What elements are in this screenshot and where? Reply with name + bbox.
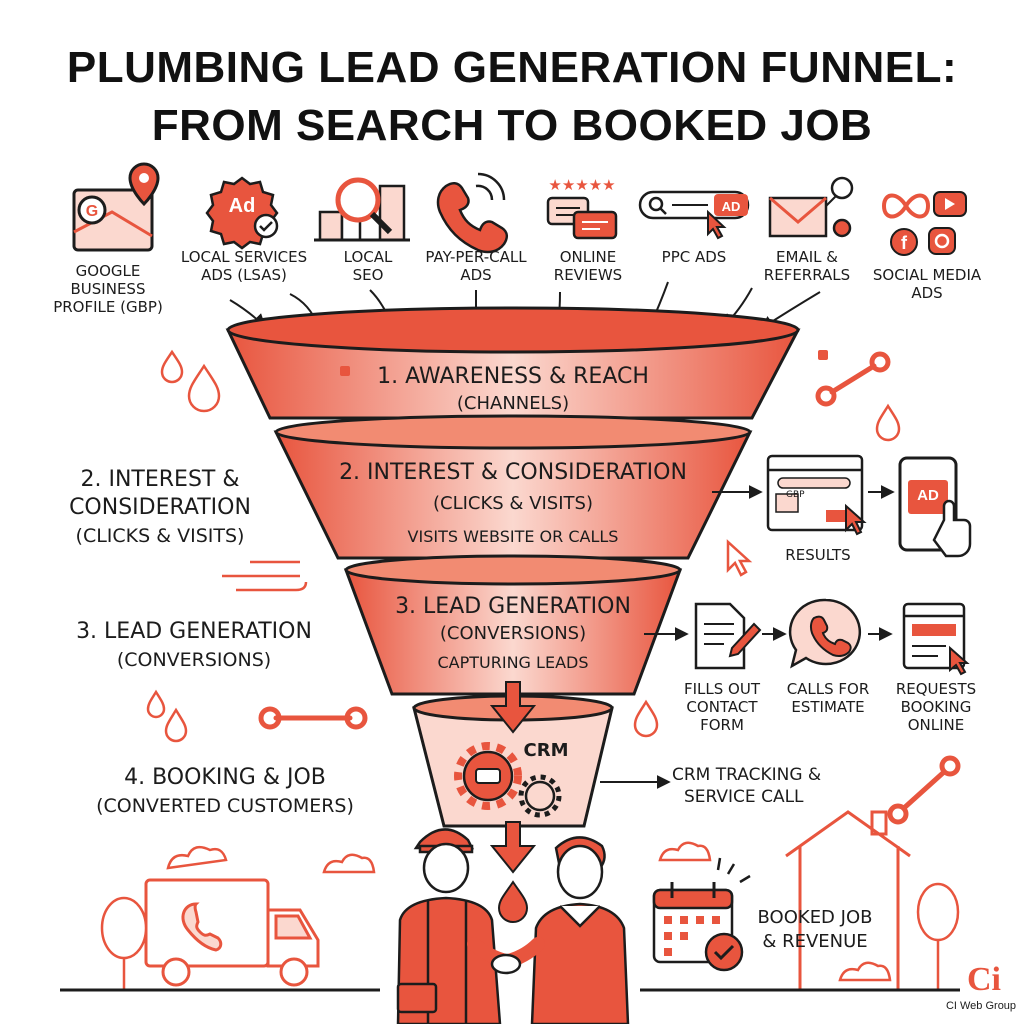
conv-form-line2: CONTACT — [686, 698, 758, 716]
mobile-ad-text: AD — [917, 487, 939, 504]
stage2-title: 2. INTEREST & CONSIDERATION — [339, 460, 687, 485]
stage2-note: VISITS WEBSITE OR CALLS — [407, 527, 619, 546]
online-booking-icon — [902, 602, 970, 676]
search-ad-icon: AD — [638, 190, 750, 240]
stage3-title: 3. LEAD GENERATION — [395, 594, 631, 619]
title-line-2: FROM SEARCH TO BOOKED JOB — [151, 101, 873, 150]
decor-drops — [146, 349, 901, 743]
phone-ringing-icon — [436, 172, 508, 254]
channel-label-pay-per-call: PAY-PER-CALL ADS — [425, 248, 527, 284]
email-share-icon — [768, 176, 854, 238]
channel-label-local-seo: LOCAL SEO — [343, 248, 393, 284]
channel-label-social: SOCIAL MEDIA ADS — [872, 266, 982, 302]
down-arrows — [489, 681, 537, 923]
review-stars-icon: ★★★★★ — [546, 176, 618, 240]
booked-job-label: BOOKED JOB & REVENUE — [740, 906, 890, 954]
search-results-browser-icon — [766, 454, 867, 536]
plumber-figure — [396, 828, 517, 1024]
decor-dots — [340, 350, 828, 376]
brand-name: CI Web Group — [945, 1000, 1017, 1012]
stage-arrows — [600, 485, 895, 789]
stage3-sub: (CONVERSIONS) — [439, 623, 587, 644]
funnel — [225, 306, 801, 828]
svg-text:G: G — [86, 203, 98, 220]
mobile-ad-tap-icon — [898, 456, 972, 558]
decor-cursor-icon — [726, 539, 753, 577]
conv-form-line1: FILLS OUT — [683, 680, 760, 698]
conv-booking-line2: BOOKING — [900, 698, 972, 716]
brand-logo: Ci — [967, 961, 1001, 998]
conv-form-line3: FORM — [700, 716, 744, 734]
ad-badge-icon: Ad — [205, 176, 279, 250]
side-stage3-line1: 3. LEAD GENERATION — [76, 619, 312, 644]
crm-gear-icon — [454, 742, 562, 818]
svg-text:★★★★★: ★★★★★ — [548, 176, 615, 194]
side-stage4-line1: 4. BOOKING & JOB — [124, 765, 326, 790]
social-media-icon: f — [881, 191, 967, 256]
city-search-icon — [314, 177, 410, 242]
side-stage2-line3: (CLICKS & VISITS) — [75, 525, 245, 547]
crm-tracking-label: CRM TRACKING & SERVICE CALL — [672, 764, 862, 808]
side-label-stage2: 2. INTEREST & CONSIDERATION (CLICKS & VI… — [40, 466, 280, 550]
stage1-sub: (CHANNELS) — [456, 393, 570, 414]
bottom-trees — [100, 841, 960, 990]
crm-tracking-line2: SERVICE CALL — [684, 787, 804, 807]
svg-text:f: f — [901, 233, 908, 253]
channel-label-gbp: GOOGLE BUSINESS PROFILE (GBP) — [53, 262, 163, 316]
stage2-sub: (CLICKS & VISITS) — [432, 493, 593, 514]
conv-label-call: CALLS FOR ESTIMATE — [776, 680, 880, 716]
svg-text:AD: AD — [722, 199, 741, 214]
side-stage4-line2: (CONVERTED CUSTOMERS) — [96, 795, 354, 817]
channel-label-reviews: ONLINE REVIEWS — [553, 248, 623, 284]
results-gbp-text: GBP — [786, 490, 805, 500]
svg-text:Ad: Ad — [229, 195, 256, 217]
decor-speed-lines — [222, 560, 308, 592]
decor-wrenches — [258, 351, 961, 825]
side-stage2-line1: 2. INTEREST & — [80, 467, 240, 492]
phone-call-bubble-icon — [788, 598, 862, 669]
calendar-check-icon — [652, 857, 751, 972]
booked-line1: BOOKED JOB — [757, 907, 873, 928]
house-icon — [785, 810, 911, 990]
conv-label-booking: REQUESTS BOOKING ONLINE — [886, 680, 986, 734]
stage4-crm-label: CRM — [523, 740, 569, 761]
contact-form-icon — [694, 602, 762, 670]
channel-label-email: EMAIL & REFERRALS — [763, 248, 851, 284]
side-label-stage4: 4. BOOKING & JOB (CONVERTED CUSTOMERS) — [66, 764, 384, 820]
side-stage2-line2: CONSIDERATION — [69, 495, 251, 520]
google-map-pin-icon: G — [72, 162, 160, 252]
side-label-stage3: 3. LEAD GENERATION (CONVERSIONS) — [46, 618, 342, 674]
channel-label-ppc: PPC ADS — [661, 248, 727, 266]
conv-booking-line1: REQUESTS — [895, 680, 977, 698]
conv-booking-line3: ONLINE — [907, 716, 965, 734]
booked-line2: & REVENUE — [762, 931, 868, 952]
conv-call-line2: ESTIMATE — [791, 698, 865, 716]
stage1-title: 1. AWARENESS & REACH — [377, 364, 649, 389]
crm-tracking-line1: CRM TRACKING & — [672, 765, 822, 785]
stage3-note: CAPTURING LEADS — [437, 653, 589, 672]
results-label: RESULTS — [785, 546, 851, 564]
conv-call-line1: CALLS FOR — [786, 680, 870, 698]
plumber-van — [144, 878, 320, 987]
title-line-1: PLUMBING LEAD GENERATION FUNNEL: — [66, 43, 958, 92]
conv-label-form: FILLS OUT CONTACT FORM — [672, 680, 772, 734]
customer-figure — [490, 836, 630, 1024]
side-stage3-line2: (CONVERSIONS) — [116, 649, 272, 671]
channel-label-lsa: LOCAL SERVICES ADS (LSAs) — [180, 248, 308, 284]
